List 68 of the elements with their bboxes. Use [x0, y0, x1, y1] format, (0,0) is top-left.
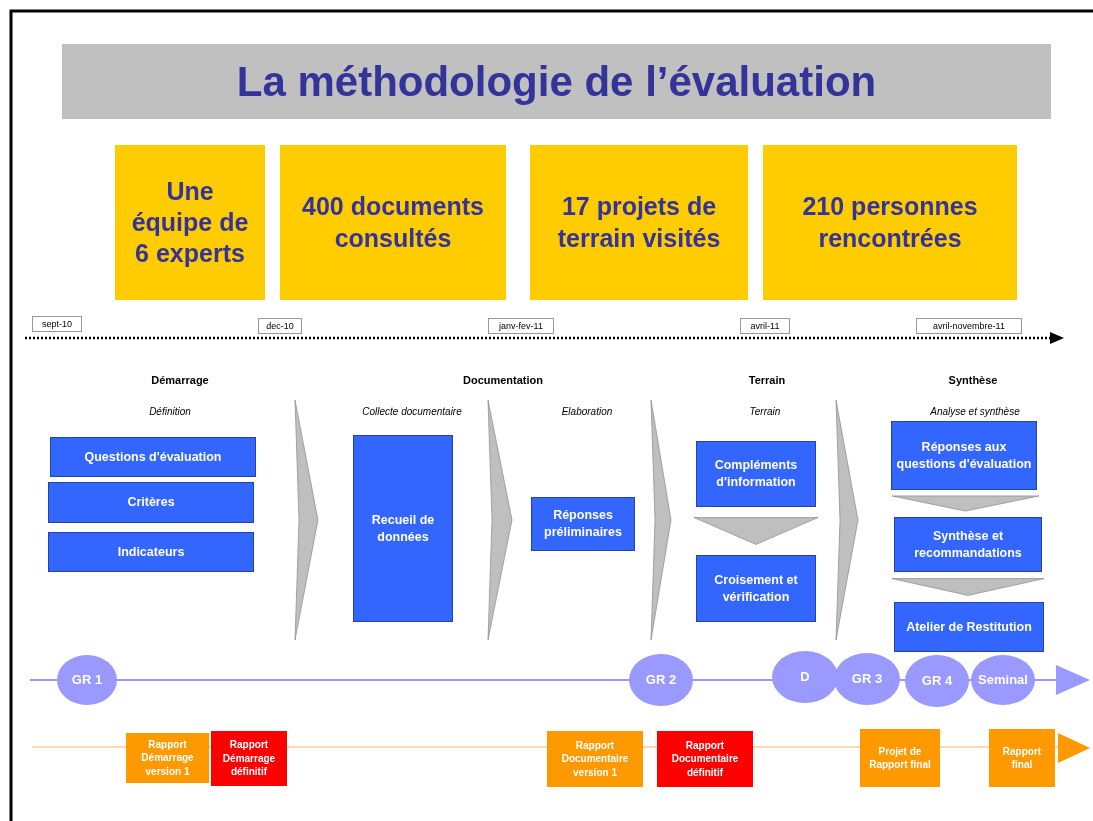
process-box	[891, 421, 1037, 490]
date-tag	[258, 318, 302, 334]
box-label: Recueil de données	[370, 511, 436, 546]
stat-box	[763, 145, 1017, 300]
phase-subheading: Définition	[149, 406, 191, 417]
down-chevron-arrow	[693, 517, 819, 545]
date-text: avril-11	[750, 319, 780, 333]
box-label: Atelier de Restitution	[906, 618, 1032, 636]
process-box	[696, 555, 816, 622]
box-label: Compléments d'information	[713, 457, 799, 491]
date-tag	[740, 318, 790, 334]
meeting-label: GR 2	[645, 671, 677, 689]
report-box	[547, 731, 643, 787]
process-box	[353, 435, 453, 622]
phase-heading: Synthèse	[948, 374, 998, 386]
process-box	[48, 482, 254, 523]
down-chevron-arrow	[891, 495, 1040, 512]
process-box	[894, 517, 1042, 572]
report-box	[989, 729, 1055, 787]
box-label: Indicateurs	[117, 543, 185, 561]
final-report-box	[657, 731, 753, 787]
box-label: Questions d'évaluation	[84, 448, 222, 466]
process-box	[48, 532, 254, 572]
phase-subheading: Elaboration	[561, 406, 613, 417]
process-box	[696, 441, 816, 507]
stat-text: Une équipe de 6 experts	[130, 175, 250, 270]
final-report-box	[211, 731, 287, 786]
stat-text: 400 documents consultés	[301, 191, 485, 254]
date-text: sept-10	[42, 317, 72, 331]
meeting-label: GR 1	[71, 671, 103, 689]
date-tag	[488, 318, 554, 334]
report-label: Rapport Démarrage version 1	[140, 737, 195, 779]
report-label: Projet de Rapport final	[868, 744, 932, 772]
stat-box	[280, 145, 506, 300]
meeting-label: D	[800, 668, 810, 686]
process-box	[531, 497, 635, 551]
stat-box	[115, 145, 265, 300]
meeting-label: GR 3	[851, 670, 883, 688]
report-box	[860, 729, 940, 787]
box-label: Réponses aux questions d'évaluation	[896, 438, 1032, 473]
phase-subheading: Terrain	[749, 406, 781, 417]
date-text: janv-fev-11	[499, 319, 543, 333]
report-box	[126, 733, 209, 783]
meeting-label: Seminal	[978, 671, 1028, 689]
phase-heading: Démarrage	[151, 374, 209, 386]
stat-box	[530, 145, 748, 300]
date-text: avril-novembre-11	[933, 319, 1005, 333]
box-label: Critères	[127, 494, 175, 511]
phase-subheading: Collecte documentaire	[362, 406, 462, 417]
stat-text: 210 personnes rencontrées	[801, 191, 979, 254]
date-tag	[916, 318, 1022, 334]
report-label: Rapport final	[1001, 744, 1043, 772]
process-box	[894, 602, 1044, 652]
box-label: Réponses préliminaires	[543, 507, 623, 541]
phase-heading: Terrain	[748, 374, 786, 386]
title: La méthodologie de l’évaluation	[236, 57, 877, 106]
box-label: Croisement et vérification	[713, 571, 799, 606]
meeting-label: GR 4	[921, 672, 953, 690]
date-tag	[32, 316, 82, 332]
phase-heading: Documentation	[462, 374, 544, 386]
date-text: dec-10	[266, 319, 294, 333]
process-box	[50, 437, 256, 477]
report-label: Rapport Documentaire version 1	[560, 738, 630, 780]
report-label: Rapport Documentaire définitif	[670, 738, 740, 780]
down-chevron-arrow	[891, 578, 1045, 596]
stat-text: 17 projets de terrain visités	[556, 191, 722, 254]
report-label: Rapport Démarrage définitif	[221, 738, 277, 779]
box-label: Synthèse et recommandations	[913, 527, 1023, 562]
